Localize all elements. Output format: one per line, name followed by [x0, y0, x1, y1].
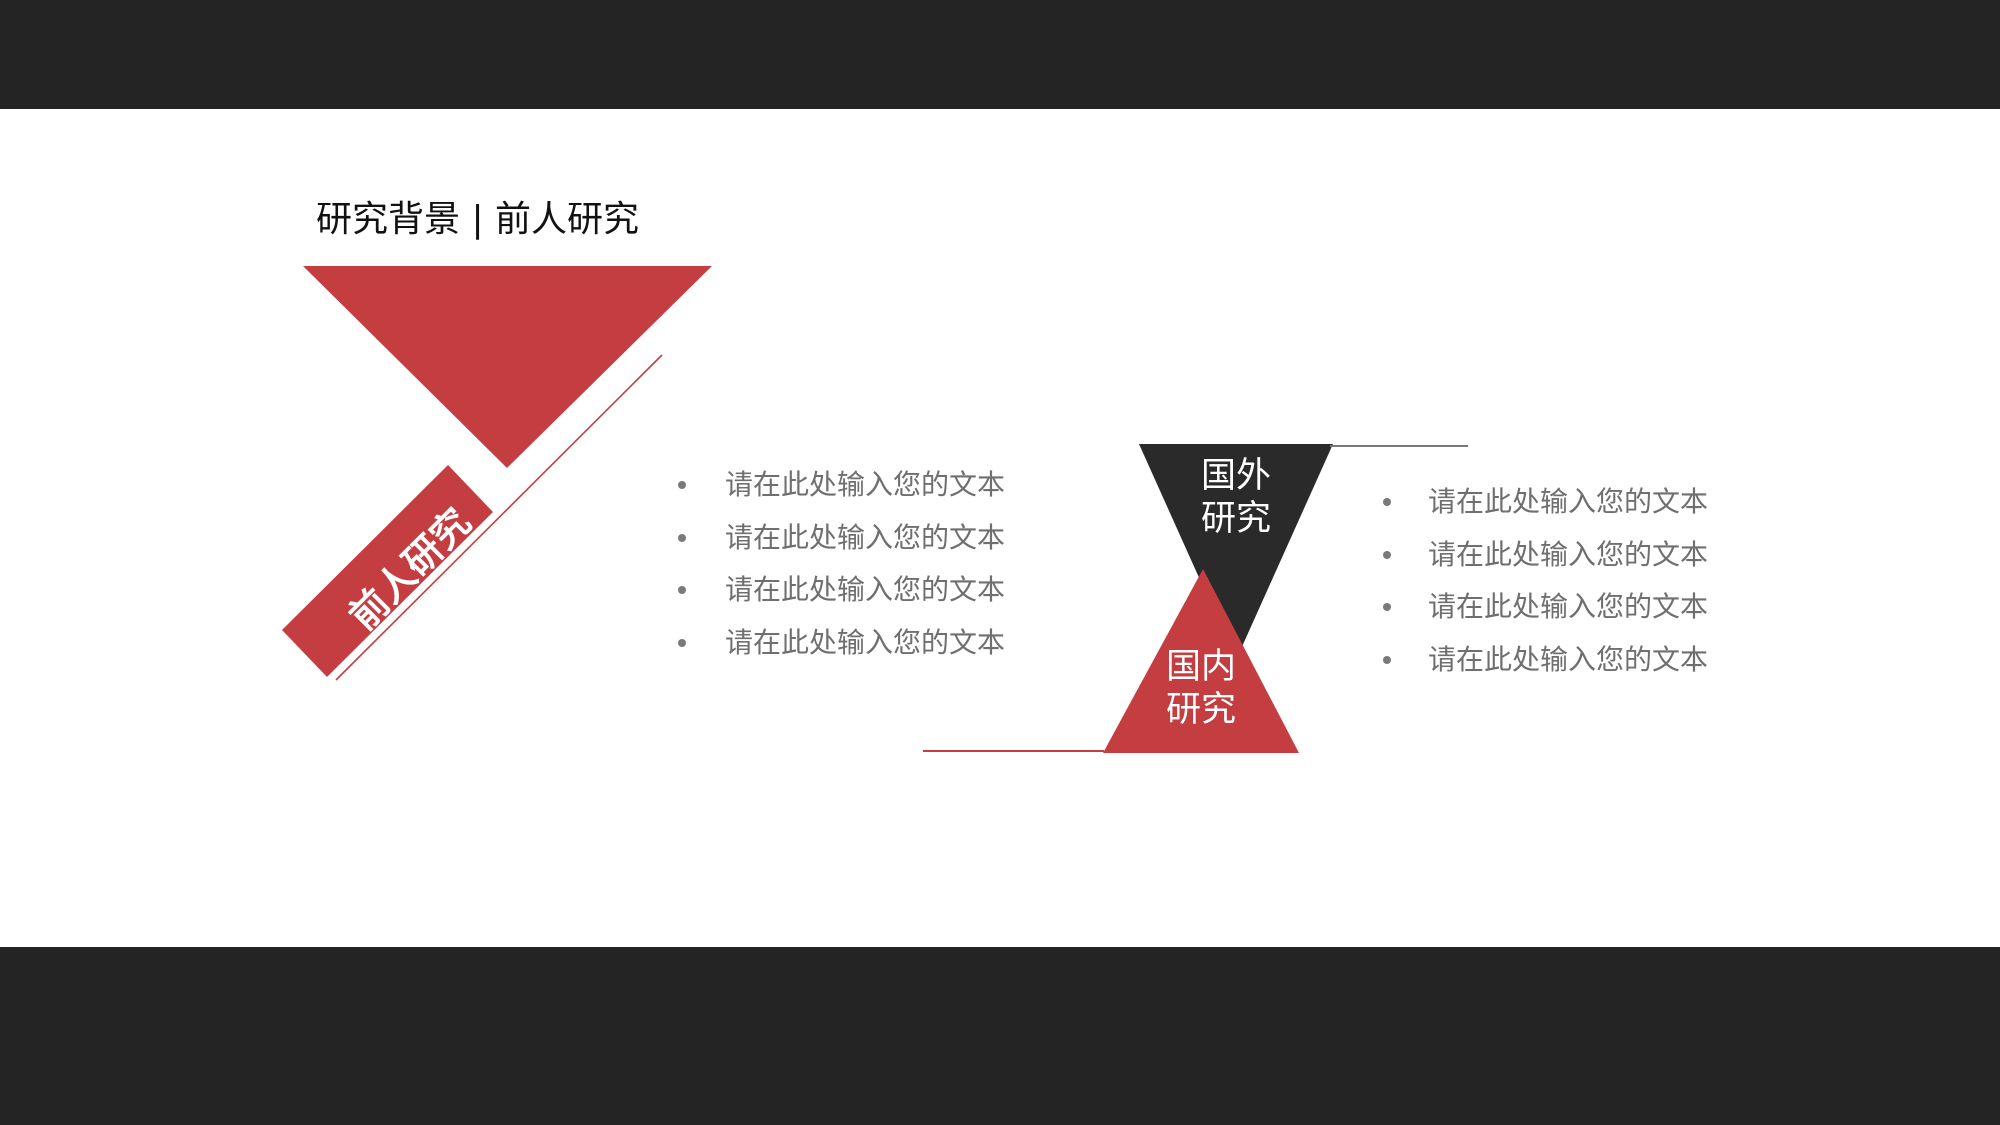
bullet-icon — [678, 638, 686, 647]
foreign-research-triangle — [1139, 444, 1333, 660]
list-item-text[interactable]: 请在此处输入您的文本 — [1428, 537, 1709, 571]
page-title: 研究背景 | 前人研究 — [316, 199, 640, 240]
list-item-text[interactable]: 请在此处输入您的文本 — [1428, 642, 1709, 676]
list-item-text[interactable]: 请在此处输入您的文本 — [725, 625, 1006, 659]
diagonal-accent-line — [335, 354, 663, 681]
domestic-label-line1: 国内 — [1165, 647, 1236, 687]
bullet-icon — [1383, 603, 1391, 611]
list-item-text[interactable]: 请在此处输入您的文本 — [1428, 590, 1709, 623]
bullet-icon — [678, 586, 686, 594]
domestic-label-line2: 研究 — [1165, 690, 1236, 730]
bullet-icon — [678, 533, 686, 542]
domestic-research-label: 国内 研究 — [1156, 646, 1246, 732]
large-red-triangle — [303, 266, 712, 468]
list-item-text[interactable]: 请在此处输入您的文本 — [725, 573, 1006, 606]
bottom-letterbox-bar — [0, 947, 2000, 1125]
bullet-icon — [1383, 550, 1391, 559]
foreign-label-line1: 国外 — [1200, 456, 1271, 496]
top-letterbox-bar — [0, 0, 2000, 109]
bullet-icon — [1383, 498, 1391, 506]
list-item-text[interactable]: 请在此处输入您的文本 — [725, 520, 1006, 554]
rotated-label-banner — [282, 465, 493, 677]
list-item-text[interactable]: 请在此处输入您的文本 — [1428, 485, 1709, 518]
foreign-research-label: 国外 研究 — [1191, 455, 1281, 541]
bullet-icon — [1383, 655, 1391, 664]
list-item-text[interactable]: 请在此处输入您的文本 — [725, 468, 1006, 501]
foreign-label-line2: 研究 — [1200, 499, 1271, 539]
domestic-research-triangle — [1103, 569, 1299, 753]
bullet-icon — [678, 481, 686, 489]
